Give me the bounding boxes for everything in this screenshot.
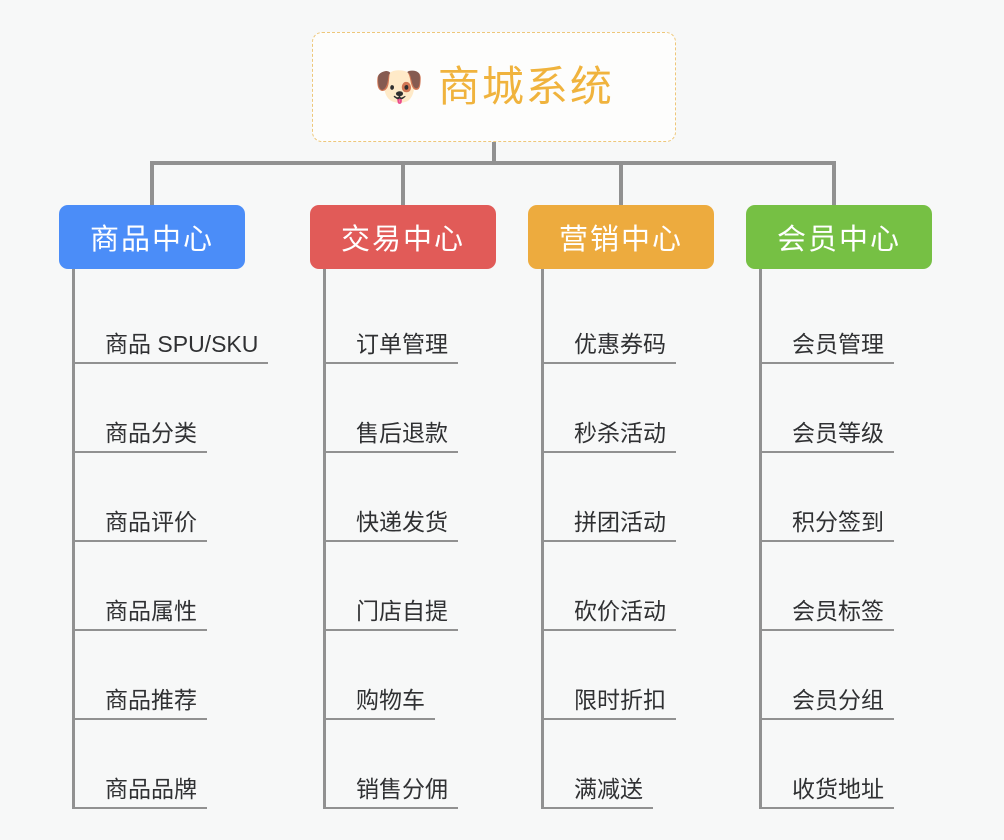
dog-face-icon: 🐶: [374, 65, 424, 109]
branch-header-label-1: 商品中心: [89, 224, 214, 256]
branch-header-3[interactable]: 营销中心: [528, 205, 714, 269]
leaf-label: 会员等级: [762, 420, 894, 453]
leaf-label: 售后退款: [326, 420, 458, 453]
leaf-label: 秒杀活动: [544, 420, 676, 453]
leaf-item[interactable]: 拼团活动: [544, 453, 748, 542]
leaf-item[interactable]: 砍价活动: [544, 542, 748, 631]
leaf-label: 满减送: [544, 776, 653, 809]
branch-header-4[interactable]: 会员中心: [746, 205, 932, 269]
leaf-label: 门店自提: [326, 598, 458, 631]
leaf-list-2: 订单管理 售后退款 快递发货 门店自提 购物车 销售分佣: [323, 269, 530, 809]
branch-header-1[interactable]: 商品中心: [59, 205, 245, 269]
leaf-item[interactable]: 会员标签: [762, 542, 966, 631]
leaf-label: 拼团活动: [544, 509, 676, 542]
leaf-label: 会员管理: [762, 331, 894, 364]
leaf-item[interactable]: 会员管理: [762, 275, 966, 364]
leaf-item[interactable]: 销售分佣: [326, 720, 530, 809]
leaf-item[interactable]: 购物车: [326, 631, 530, 720]
leaf-item[interactable]: 会员等级: [762, 364, 966, 453]
branch-header-2[interactable]: 交易中心: [310, 205, 496, 269]
leaf-label: 销售分佣: [326, 776, 458, 809]
leaf-label: 购物车: [326, 687, 435, 720]
leaf-list-1: 商品 SPU/SKU 商品分类 商品评价 商品属性 商品推荐 商品品牌: [72, 269, 279, 809]
leaf-label: 会员分组: [762, 687, 894, 720]
leaf-label: 快递发货: [326, 509, 458, 542]
leaf-item[interactable]: 会员分组: [762, 631, 966, 720]
leaf-list-4: 会员管理 会员等级 积分签到 会员标签 会员分组 收货地址: [759, 269, 966, 809]
leaf-item[interactable]: 订单管理: [326, 275, 530, 364]
leaf-label: 商品推荐: [75, 687, 207, 720]
branch-column-4: 会员中心 会员管理 会员等级 积分签到 会员标签 会员分组 收货地址: [746, 205, 966, 809]
leaf-item[interactable]: 商品分类: [75, 364, 279, 453]
leaf-item[interactable]: 商品属性: [75, 542, 279, 631]
leaf-item[interactable]: 商品 SPU/SKU: [75, 275, 279, 364]
branch-column-2: 交易中心 订单管理 售后退款 快递发货 门店自提 购物车 销售分佣: [310, 205, 530, 809]
leaf-label: 收货地址: [762, 776, 894, 809]
leaf-item[interactable]: 优惠券码: [544, 275, 748, 364]
branch-header-label-4: 会员中心: [776, 224, 901, 256]
root-node-title: 商城系统: [437, 63, 614, 110]
leaf-label: 商品 SPU/SKU: [75, 331, 269, 364]
leaf-label: 商品评价: [75, 509, 207, 542]
leaf-label: 砍价活动: [544, 598, 676, 631]
leaf-label: 积分签到: [762, 509, 894, 542]
branch-column-1: 商品中心 商品 SPU/SKU 商品分类 商品评价 商品属性 商品推荐 商品品牌: [59, 205, 279, 809]
leaf-label: 限时折扣: [544, 687, 676, 720]
connector-drop-3: [619, 161, 623, 205]
connector-root-stem: [492, 142, 496, 164]
leaf-item[interactable]: 商品品牌: [75, 720, 279, 809]
leaf-item[interactable]: 售后退款: [326, 364, 530, 453]
leaf-label: 商品分类: [75, 420, 207, 453]
leaf-label: 商品属性: [75, 598, 207, 631]
leaf-label: 订单管理: [326, 331, 458, 364]
branch-header-label-3: 营销中心: [558, 224, 683, 256]
branch-column-3: 营销中心 优惠券码 秒杀活动 拼团活动 砍价活动 限时折扣 满减送: [528, 205, 748, 809]
leaf-item[interactable]: 秒杀活动: [544, 364, 748, 453]
branch-header-label-2: 交易中心: [340, 224, 465, 256]
leaf-item[interactable]: 商品推荐: [75, 631, 279, 720]
leaf-item[interactable]: 收货地址: [762, 720, 966, 809]
connector-horizontal-bus: [150, 161, 836, 165]
leaf-item[interactable]: 限时折扣: [544, 631, 748, 720]
leaf-item[interactable]: 商品评价: [75, 453, 279, 542]
leaf-item[interactable]: 满减送: [544, 720, 748, 809]
leaf-label: 优惠券码: [544, 331, 676, 364]
leaf-item[interactable]: 门店自提: [326, 542, 530, 631]
leaf-list-3: 优惠券码 秒杀活动 拼团活动 砍价活动 限时折扣 满减送: [541, 269, 748, 809]
root-node-mall-system[interactable]: 🐶 商城系统: [312, 32, 676, 142]
connector-drop-2: [401, 161, 405, 205]
connector-drop-1: [150, 161, 154, 205]
leaf-label: 商品品牌: [75, 776, 207, 809]
leaf-label: 会员标签: [762, 598, 894, 631]
connector-drop-4: [832, 161, 836, 205]
leaf-item[interactable]: 快递发货: [326, 453, 530, 542]
leaf-item[interactable]: 积分签到: [762, 453, 966, 542]
